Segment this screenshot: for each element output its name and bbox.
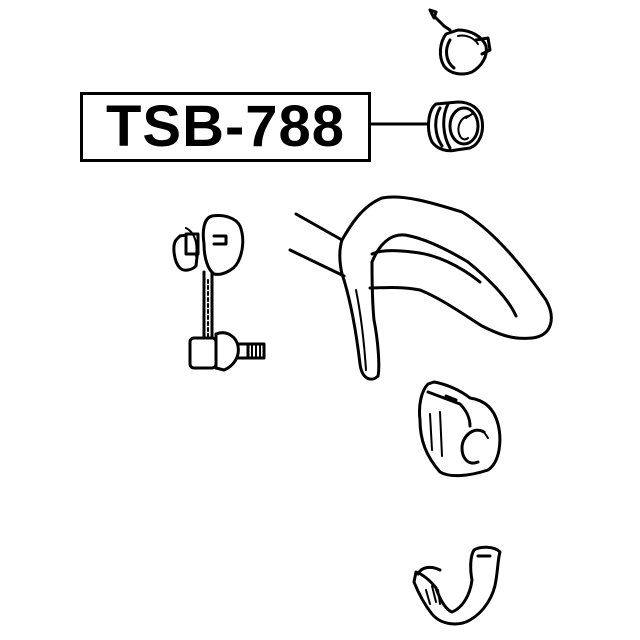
- stabilizer-bar-icon: [288, 195, 553, 381]
- bushing-icon: [418, 380, 502, 478]
- part-number-text: TSB-788: [105, 94, 346, 159]
- clamp-icon: [428, 8, 492, 76]
- part-number-label: TSB-788: [80, 92, 371, 162]
- bushing-icon: [427, 100, 484, 153]
- link-rod-icon: [172, 214, 266, 372]
- bracket-icon: [412, 545, 502, 626]
